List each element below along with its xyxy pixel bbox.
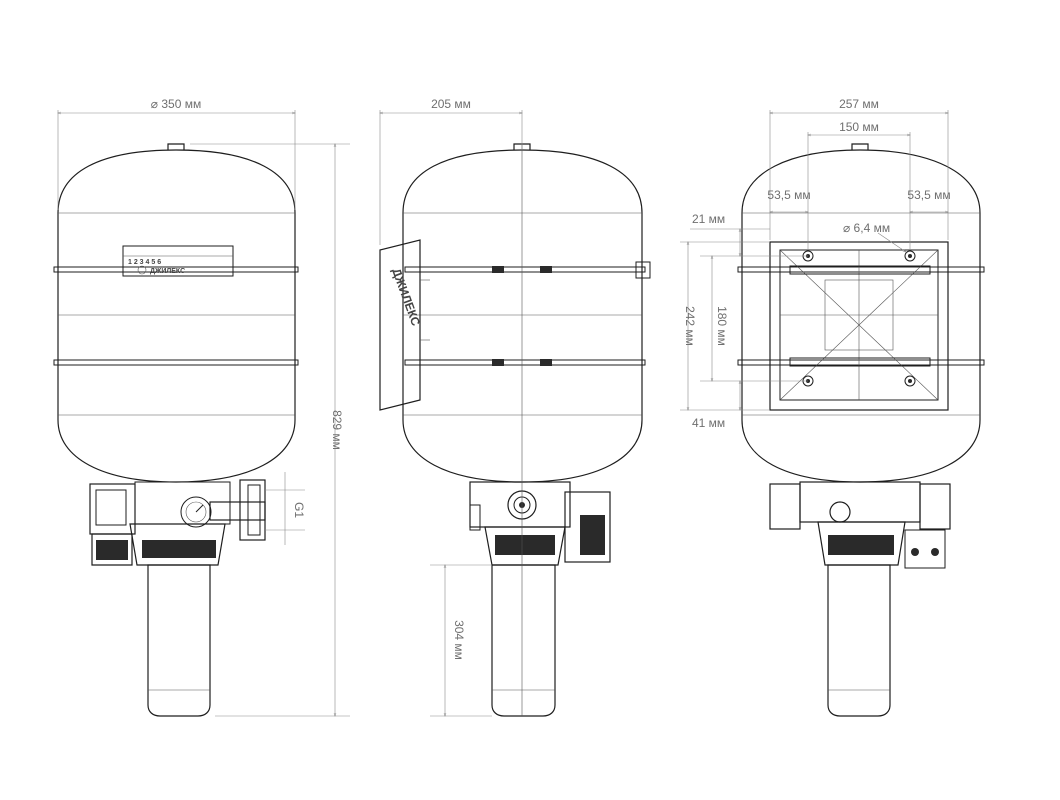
dim-top-offset: 21 мм: [692, 212, 725, 226]
dim-front-diameter: ⌀ 350 мм: [151, 97, 201, 111]
side-brand-text: ДЖИЛЕКС: [389, 266, 423, 328]
pressure-gauge: [180, 496, 212, 528]
side-filter-bowl: [491, 564, 556, 717]
side-view: ДЖИЛЕКС 205 мм 304 мм: [379, 97, 651, 717]
dim-total-height: 829 мм: [330, 410, 344, 450]
front-filter-bowl: [147, 564, 211, 717]
back-view: 257 мм 150 мм 53,5 мм 53,5 мм ⌀ 6,4 мм 2…: [680, 97, 985, 717]
back-filter-bowl: [827, 564, 891, 717]
dim-right-offset: 53,5 мм: [907, 188, 950, 202]
brand-logo-text: ДЖИЛЕКС: [150, 268, 185, 275]
dim-left-offset: 53,5 мм: [767, 188, 810, 202]
front-view: 1 2 3 4 5 6 ДЖИЛЕКС ⌀ 350 мм 829 мм G: [53, 97, 350, 717]
brand-plate: [122, 245, 234, 277]
back-tank: [741, 149, 981, 483]
dim-thread: G1: [292, 502, 306, 518]
mount-hole-br: [904, 375, 916, 387]
dim-bottom-offset: 41 мм: [692, 416, 725, 430]
back-bracket: [769, 241, 949, 411]
dim-filter-height: 304 мм: [452, 620, 466, 660]
front-tank: [57, 149, 296, 483]
dim-bracket-spacing: 150 мм: [839, 120, 879, 134]
dim-hole-diameter: ⌀ 6,4 мм: [843, 221, 890, 235]
side-tank: [402, 149, 643, 483]
mount-hole-tr: [904, 250, 916, 262]
dim-hole-spacing: 180 мм: [715, 306, 729, 346]
back-pump: [799, 481, 921, 523]
brand-panel-text: 1 2 3 4 5 6: [128, 259, 161, 266]
dim-back-width: 257 мм: [839, 97, 879, 111]
dim-bracket-height: 242 мм: [683, 306, 697, 346]
dim-side-depth: 205 мм: [431, 97, 471, 111]
side-bracket: [379, 239, 421, 411]
